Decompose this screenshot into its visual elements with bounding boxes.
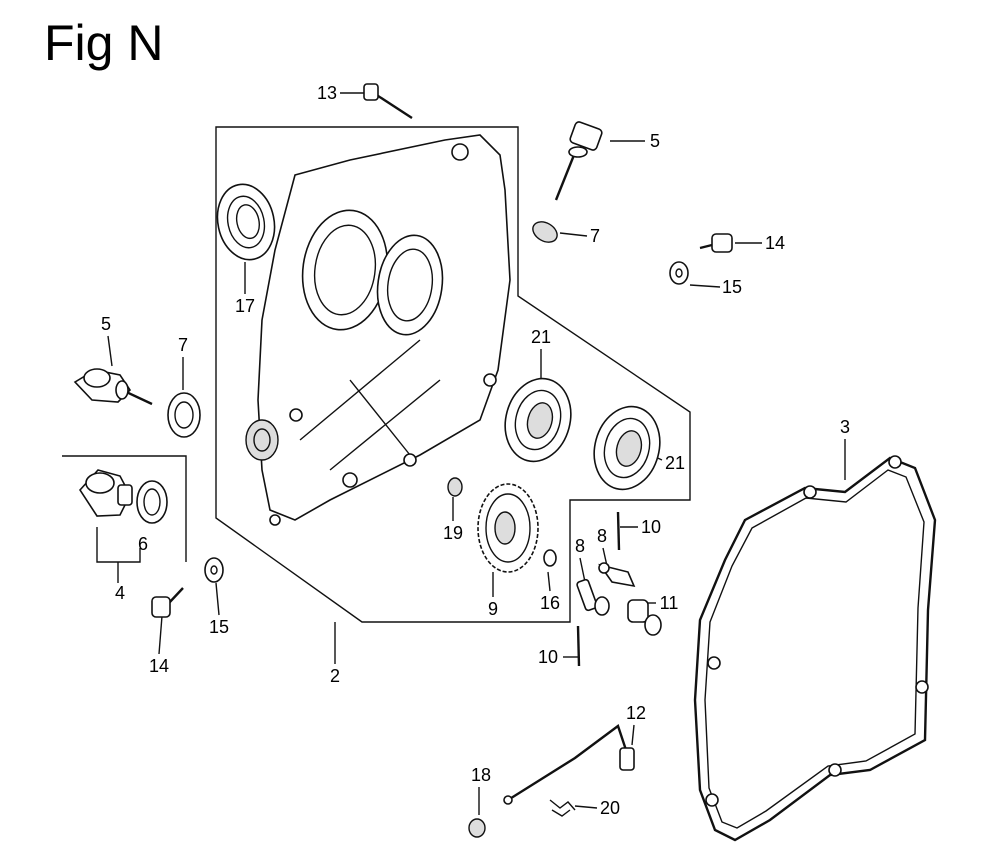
bolt-13 [363, 83, 413, 120]
callout-label-21: 21 [664, 453, 686, 473]
governor-gear-9 [477, 483, 539, 573]
callout-label-10: 10 [537, 647, 559, 667]
group-bracket-4 [62, 455, 187, 562]
callout-label-18: 18 [470, 765, 492, 785]
callout-label-15: 15 [721, 277, 743, 297]
callout-label-15: 15 [208, 617, 230, 637]
callout-label-16: 16 [539, 593, 561, 613]
callout-label-6: 6 [137, 534, 149, 554]
bearing-21-upper [504, 377, 572, 463]
governor-shaft-8 [576, 578, 610, 616]
callout-label-14: 14 [764, 233, 786, 253]
pin-10-lower [576, 625, 581, 667]
callout-label-8: 8 [574, 536, 586, 556]
bolt-14-upper [699, 233, 733, 253]
bearing-21-lower [593, 405, 661, 491]
callout-label-19: 19 [442, 523, 464, 543]
o-ring-7-left [167, 392, 201, 438]
callout-label-4: 4 [114, 583, 126, 603]
callout-label-9: 9 [487, 599, 499, 619]
clip-16 [543, 549, 557, 567]
drain-assembly-4 [78, 469, 168, 524]
callout-label-5: 5 [100, 314, 112, 334]
callout-label-5: 5 [649, 131, 661, 151]
callout-label-8: 8 [596, 526, 608, 546]
nut-18 [468, 818, 486, 838]
callout-label-2: 2 [329, 666, 341, 686]
collar-11 [627, 599, 662, 636]
clip-20 [549, 799, 576, 817]
leader-lines [107, 92, 846, 815]
bolt-14-lower [151, 587, 184, 618]
callout-label-7: 7 [177, 335, 189, 355]
callout-label-12: 12 [625, 703, 647, 723]
figure-title: Fig N [44, 15, 164, 71]
crankcase-cover-2 [245, 134, 511, 526]
gasket-3 [693, 455, 937, 842]
oil-cap-5-upper [554, 121, 603, 201]
callout-label-21: 21 [530, 327, 552, 347]
nut-19 [447, 477, 463, 497]
group-outline-2 [215, 126, 691, 623]
callout-label-20: 20 [599, 798, 621, 818]
callout-label-14: 14 [148, 656, 170, 676]
washer-15-upper [669, 261, 689, 285]
oil-seal-17 [216, 183, 276, 261]
callout-label-7: 7 [589, 226, 601, 246]
callout-label-3: 3 [839, 417, 851, 437]
washer-15-lower [204, 557, 224, 583]
o-ring-7-upper [532, 221, 558, 243]
pin-10-upper [616, 511, 621, 551]
callout-label-11: 11 [659, 593, 679, 613]
callout-label-10: 10 [640, 517, 662, 537]
oil-cap-5-left [73, 368, 153, 406]
callout-label-17: 17 [234, 296, 256, 316]
governor-rod-12 [503, 724, 635, 805]
governor-arm-8 [598, 562, 636, 588]
callout-label-13: 13 [316, 83, 338, 103]
